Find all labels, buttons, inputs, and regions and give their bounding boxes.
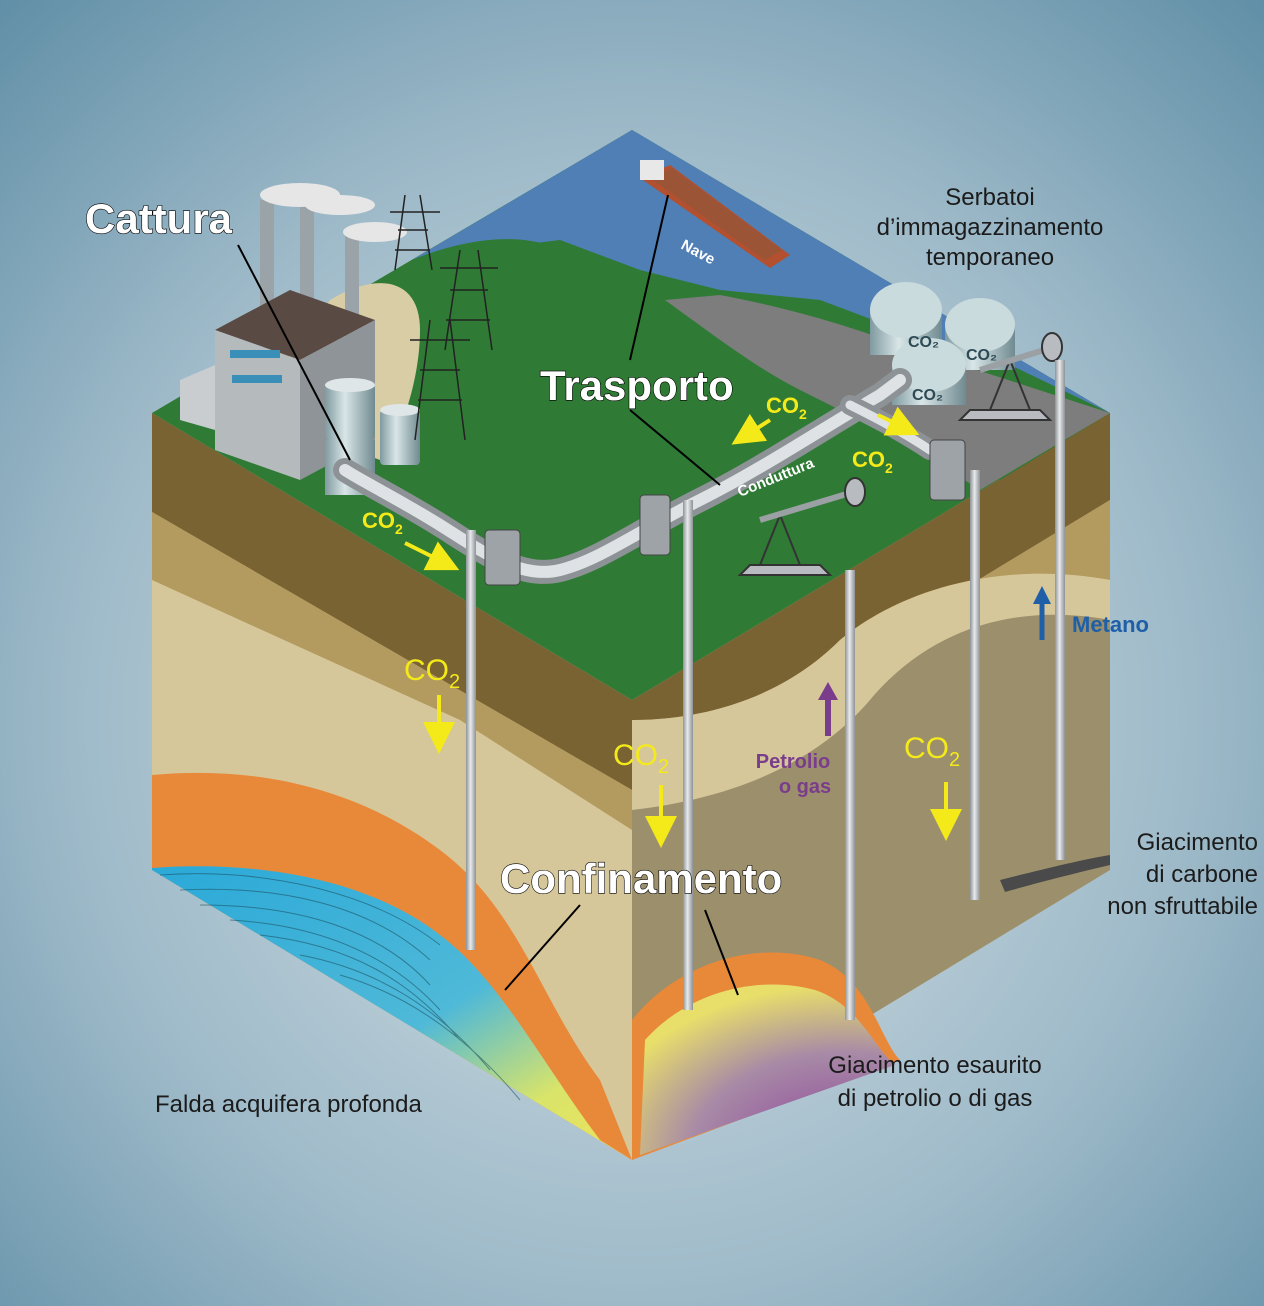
co2-arrow-2	[731, 413, 772, 445]
svg-text:CO₂: CO₂	[908, 334, 939, 351]
petrolio-arrow-head	[818, 682, 838, 700]
label-serbatoi-1: Serbatoi	[945, 184, 1034, 211]
svg-text:CO₂: CO₂	[966, 347, 997, 364]
label-serbatoi-3: temporaneo	[926, 244, 1054, 271]
label-falda: Falda acquifera profonda	[155, 1091, 423, 1118]
label-co2-surface-1: CO2	[362, 508, 403, 537]
label-co2-underground-3: CO2	[904, 732, 960, 771]
label-trasporto: Trasporto	[540, 362, 734, 409]
label-petrolio-1: Petrolio	[756, 751, 830, 773]
co2-arrow-1	[404, 541, 460, 571]
label-giacimento-carbone-1: Giacimento	[1137, 829, 1258, 856]
wellheads	[484, 439, 966, 586]
leader-lines	[237, 194, 739, 996]
label-giacimento-carbone-3: non sfruttabile	[1107, 893, 1258, 920]
label-giacimento-esaurito-2: di petrolio o di gas	[838, 1085, 1033, 1112]
pumpjacks	[737, 332, 1063, 576]
co2-arrow-3	[877, 406, 920, 436]
co2-flow-arrows	[404, 406, 962, 848]
label-co2-underground-1: CO2	[404, 654, 460, 693]
label-co2-surface-2: CO2	[766, 393, 807, 422]
label-giacimento-carbone-2: di carbone	[1146, 861, 1258, 888]
label-co2-surface-3: CO2	[852, 447, 893, 476]
label-cattura: Cattura	[85, 195, 233, 242]
label-serbatoi-2: d’immagazzinamento	[877, 214, 1104, 241]
svg-text:CO₂: CO₂	[912, 387, 943, 404]
metano-arrow-head	[1033, 586, 1051, 604]
ship	[640, 160, 790, 268]
label-confinamento: Confinamento	[500, 855, 782, 902]
label-metano: Metano	[1072, 612, 1149, 637]
left-face	[152, 413, 632, 1160]
label-co2-underground-2: CO2	[613, 739, 669, 778]
power-pylons	[390, 194, 498, 441]
well-pipes	[466, 360, 1065, 1020]
right-face	[632, 413, 1110, 1160]
power-plant	[180, 183, 420, 495]
label-petrolio-2: o gas	[779, 776, 831, 798]
label-giacimento-esaurito-1: Giacimento esaurito	[828, 1052, 1041, 1079]
